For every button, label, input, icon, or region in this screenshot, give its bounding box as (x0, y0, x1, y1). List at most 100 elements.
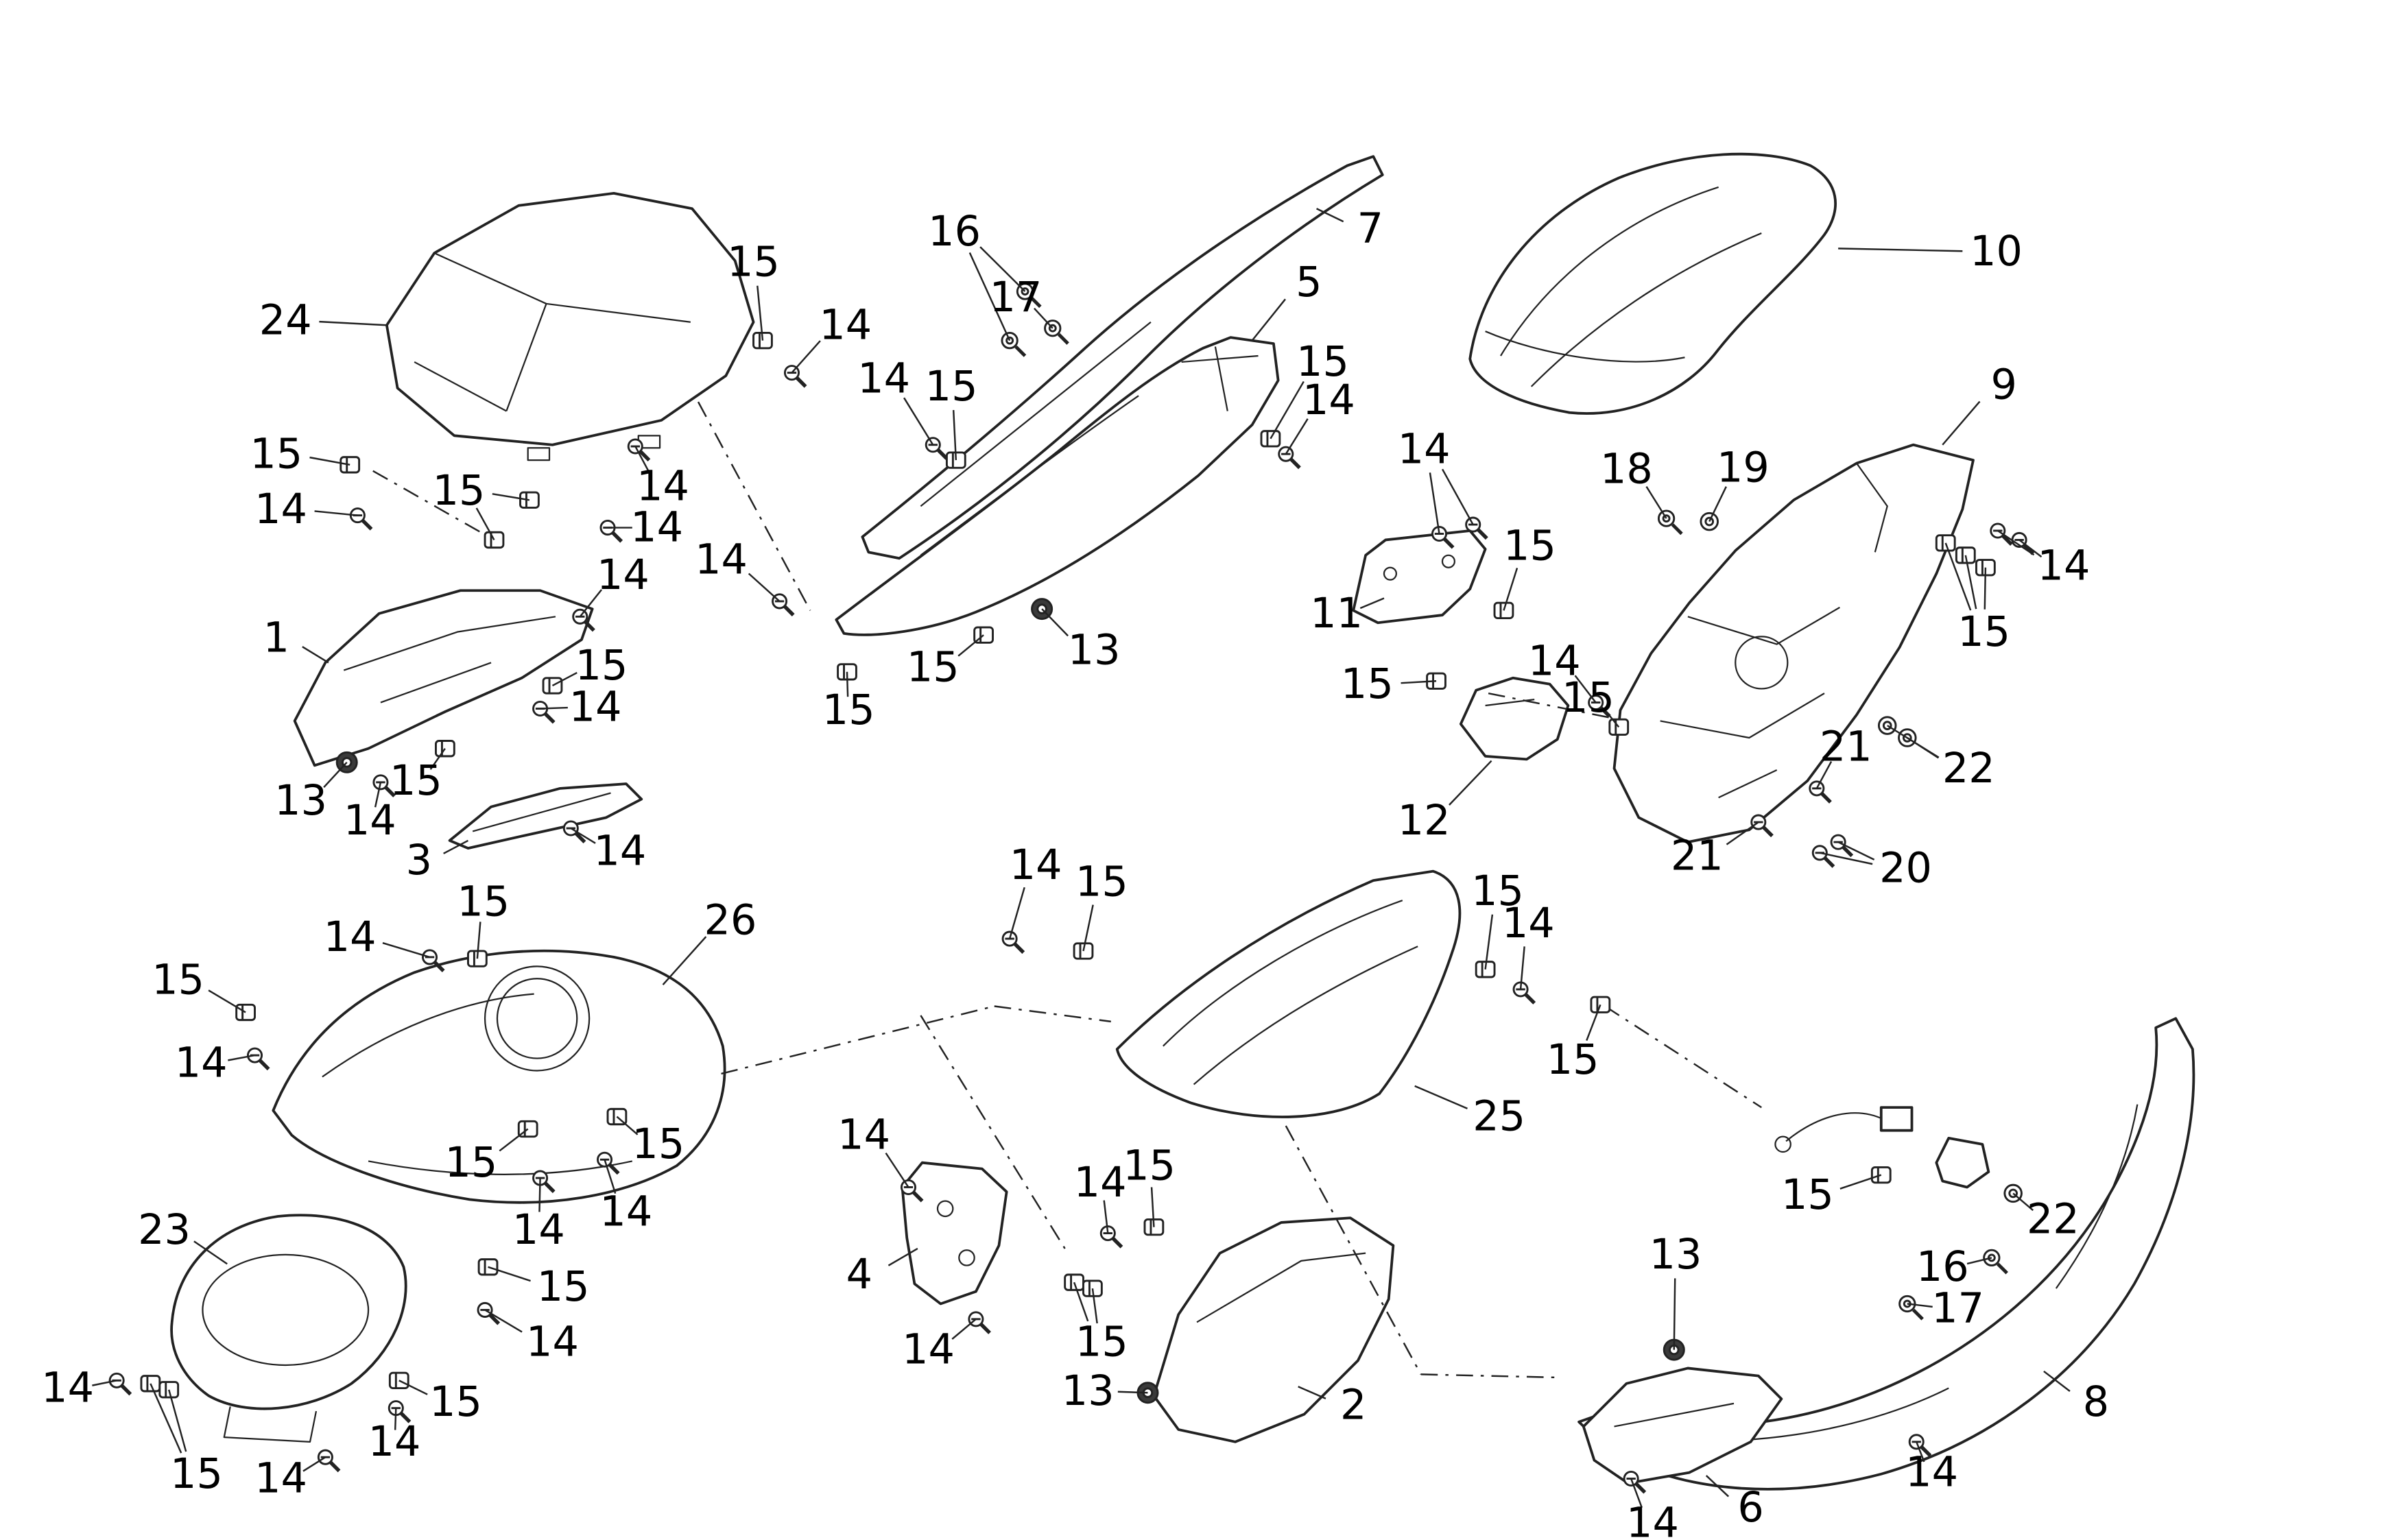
callout-label-21: 21 (1820, 723, 1872, 771)
screw-icon (1278, 446, 1301, 470)
construction-line (994, 1005, 1111, 1023)
part-9-outline (1612, 443, 1975, 844)
callout-label-15: 15 (390, 757, 442, 805)
callout-label-1: 1 (263, 614, 289, 662)
callout-label-14: 14 (857, 355, 910, 403)
callout-label-14: 14 (569, 683, 622, 731)
callout-label-6: 6 (1737, 1484, 1763, 1532)
callout-label-13: 13 (1062, 1367, 1115, 1415)
bolt-icon (1657, 509, 1683, 536)
callout-label-15: 15 (444, 1139, 497, 1187)
callout-label-14: 14 (254, 485, 307, 533)
part-1-seam (343, 616, 556, 703)
leader-line (1429, 472, 1440, 534)
leader-line (1091, 1288, 1098, 1324)
leader-line (579, 589, 603, 618)
leader-line (1726, 821, 1759, 845)
leader-line (885, 1152, 909, 1188)
callout-label-14: 14 (1626, 1500, 1679, 1540)
construction-line (1604, 1005, 1762, 1109)
callout-label-14: 14 (597, 551, 650, 599)
leader-line (1103, 1200, 1109, 1234)
leader-line (1708, 486, 1727, 522)
leader-line (394, 1408, 397, 1430)
part-4-hole (958, 1249, 975, 1266)
clip-icon (1935, 534, 1956, 552)
callout-label-23: 23 (138, 1206, 191, 1254)
leader-line (302, 1456, 326, 1472)
leader-line (604, 1159, 617, 1194)
leader-line (488, 1266, 531, 1282)
leader-line (1966, 1257, 1992, 1265)
screw-icon (1099, 1225, 1123, 1249)
callout-label-13: 13 (274, 777, 327, 825)
callout-label-10: 10 (1970, 228, 2023, 276)
callout-label-15: 15 (1957, 608, 2010, 656)
clip-icon (477, 1258, 499, 1276)
leader-line (2043, 1370, 2071, 1392)
leader-line (193, 1240, 228, 1265)
leader-line (662, 936, 707, 986)
cable-eyelet (1774, 1135, 1791, 1153)
leader-line (443, 839, 469, 854)
callout-label-25: 25 (1473, 1093, 1525, 1141)
leader-line (570, 827, 596, 844)
leader-line (92, 1380, 117, 1386)
leader-line (1082, 904, 1094, 952)
callout-label-14: 14 (175, 1039, 228, 1087)
part-11-outline (1352, 529, 1487, 625)
leader-line (1034, 307, 1053, 329)
leader-line (1645, 485, 1667, 519)
leader-line (1839, 1174, 1882, 1190)
leader-line (309, 456, 350, 466)
callout-label-15: 15 (1503, 522, 1556, 570)
part-26-seam (322, 993, 633, 1175)
leader-line (228, 1054, 255, 1061)
callout-label-15: 15 (170, 1450, 223, 1498)
leader-line (952, 410, 957, 461)
callout-label-14: 14 (599, 1188, 652, 1236)
leader-line (1041, 608, 1069, 637)
screw-icon (1512, 981, 1536, 1004)
callout-label-3: 3 (406, 837, 432, 885)
leader-line (302, 646, 329, 664)
callout-label-15: 15 (1123, 1142, 1176, 1190)
callout-label-17: 17 (1931, 1284, 1984, 1332)
clip-icon (1260, 430, 1281, 448)
callout-label-12: 12 (1398, 797, 1451, 845)
part-7-outline (861, 155, 1384, 560)
callout-label-14: 14 (526, 1319, 579, 1367)
callout-label-13: 13 (1649, 1231, 1702, 1279)
construction-line (721, 1005, 995, 1075)
leader-line (1820, 852, 1873, 865)
leader-line (484, 1309, 523, 1333)
screw-icon (562, 820, 586, 844)
part-3-outline (448, 782, 643, 850)
leader-line (168, 1389, 187, 1452)
leader-line (968, 252, 1011, 341)
leader-line (951, 1318, 977, 1340)
leader-line (382, 942, 430, 959)
leader-line (150, 1383, 182, 1454)
construction-line (372, 470, 495, 541)
leader-line (903, 397, 934, 446)
screw-icon (477, 1301, 501, 1325)
leader-line (319, 320, 387, 326)
screw-icon (349, 507, 373, 531)
part-23-inner (202, 1253, 370, 1367)
leader-line (888, 1247, 918, 1266)
callout-label-15: 15 (575, 642, 628, 690)
leader-line (1673, 1278, 1676, 1350)
callout-label-16: 16 (928, 208, 981, 256)
callout-label-15: 15 (250, 430, 302, 478)
screw-icon (1990, 522, 2013, 546)
part-2-seam (1196, 1252, 1366, 1323)
part-11-hole (1383, 566, 1397, 581)
callout-label-14: 14 (819, 301, 872, 349)
leader-line (1997, 529, 2035, 556)
screw-icon (372, 774, 396, 797)
screw-icon (317, 1449, 341, 1473)
callout-label-14: 14 (902, 1326, 955, 1374)
